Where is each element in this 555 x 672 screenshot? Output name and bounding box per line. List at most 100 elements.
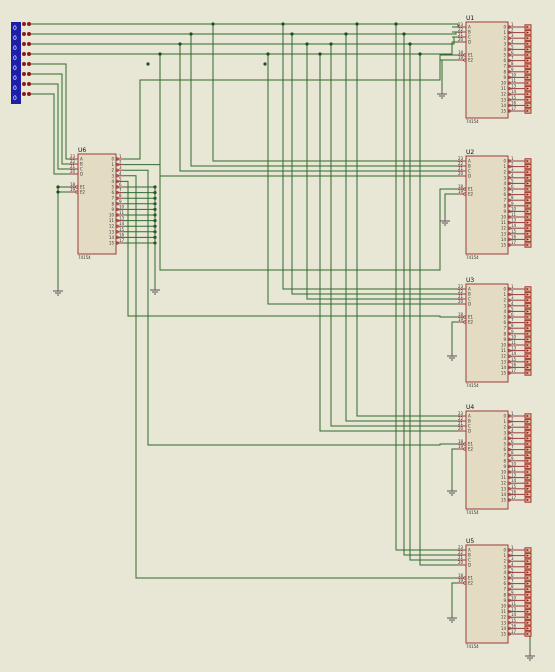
- enable-label: E2: [468, 447, 474, 452]
- output-pin-number: 11: [511, 212, 517, 217]
- output-pin-number: 15: [511, 95, 517, 100]
- inversion-bubble: [507, 498, 511, 502]
- input-pin-number: 20: [70, 169, 76, 174]
- enable-label: E2: [468, 58, 474, 63]
- output-pin-number: 7: [511, 445, 514, 450]
- output-label: 14: [501, 237, 507, 242]
- led-diode-icon: [526, 170, 529, 174]
- enable-label: E2: [468, 581, 474, 586]
- input-label: B: [468, 164, 471, 169]
- junction-dot: [329, 42, 333, 46]
- output-label: 4: [503, 309, 506, 314]
- led-diode-icon: [526, 599, 529, 602]
- output-label: 11: [501, 609, 507, 614]
- junction-dot: [408, 42, 412, 46]
- wire: [124, 175, 458, 579]
- enable-pin-number: 18: [458, 573, 464, 578]
- inversion-bubble: [115, 207, 119, 211]
- output-label: 3: [503, 564, 506, 569]
- led-diode-icon: [526, 571, 529, 574]
- output-pin-number: 11: [511, 601, 517, 606]
- output-pin-number: 5: [511, 433, 514, 438]
- output-pin-number: 7: [119, 188, 122, 193]
- junction-dot: [344, 32, 348, 36]
- output-pin-number: 15: [511, 618, 517, 623]
- inversion-bubble: [507, 81, 511, 85]
- inversion-bubble: [507, 626, 511, 631]
- output-pin-number: 5: [511, 567, 514, 572]
- switch-contact: [22, 52, 26, 56]
- inversion-bubble: [507, 304, 511, 308]
- output-label: 1: [503, 419, 506, 424]
- led-diode-icon: [526, 315, 529, 319]
- input-label: A: [468, 548, 471, 553]
- led-diode-icon: [526, 176, 529, 180]
- inversion-bubble: [507, 193, 511, 197]
- output-pin-number: 8: [511, 584, 514, 589]
- wire: [356, 24, 458, 417]
- inversion-bubble: [507, 442, 511, 446]
- chip-part: 74154: [466, 383, 479, 388]
- wire: [282, 24, 458, 290]
- inversion-bubble: [507, 621, 511, 625]
- wire: [29, 93, 70, 175]
- enable-pin-number: 18: [458, 439, 464, 444]
- switch-contact: [27, 82, 31, 86]
- switch-contact: [27, 42, 31, 46]
- input-label: A: [80, 157, 83, 162]
- output-label: 1: [503, 30, 506, 35]
- enable-label: E1: [468, 187, 474, 192]
- inversion-bubble: [507, 221, 511, 225]
- inversion-bubble: [507, 53, 511, 57]
- output-pin-number: 13: [511, 346, 517, 351]
- inversion-bubble: [507, 287, 511, 291]
- output-label: 12: [501, 92, 507, 97]
- chip-body: [465, 155, 509, 255]
- led-diode-icon: [526, 42, 529, 46]
- enable-label: E2: [80, 190, 86, 195]
- input-pin-number: 22: [458, 289, 464, 294]
- inversion-bubble: [507, 447, 511, 452]
- inversion-bubble: [507, 232, 511, 236]
- output-label: 6: [503, 320, 506, 325]
- inversion-bubble: [507, 553, 511, 558]
- switch-state: 0: [13, 75, 17, 82]
- wire: [409, 44, 458, 561]
- output-label: 5: [503, 187, 506, 192]
- inversion-bubble: [115, 168, 119, 172]
- junction-dot: [290, 32, 294, 36]
- chip-ref: U2: [466, 149, 474, 156]
- output-label: 3: [503, 303, 506, 308]
- output-pin-number: 10: [511, 334, 517, 339]
- inversion-bubble: [507, 292, 511, 297]
- output-pin-number: 7: [511, 318, 514, 323]
- output-pin-number: 6: [511, 184, 514, 189]
- led-diode-icon: [526, 326, 529, 330]
- led-diode-icon: [526, 159, 529, 163]
- led-diode-icon: [526, 226, 529, 230]
- output-label: 15: [501, 109, 507, 114]
- switch-contact: [27, 72, 31, 76]
- output-label: 10: [501, 343, 507, 348]
- wire: [29, 32, 457, 35]
- inversion-bubble: [507, 198, 511, 202]
- wire: [267, 54, 458, 305]
- input-label: A: [468, 25, 471, 30]
- wire: [319, 54, 458, 432]
- inversion-bubble: [507, 215, 511, 219]
- led-diode-icon: [526, 204, 529, 208]
- switch-contact: [27, 22, 31, 26]
- output-label: 1: [503, 553, 506, 558]
- inversion-bubble: [463, 187, 467, 191]
- output-pin-number: 8: [511, 195, 514, 200]
- chip-body: [465, 21, 509, 119]
- led-diode-icon: [526, 198, 529, 202]
- junction-dot: [394, 22, 398, 26]
- inversion-bubble: [507, 58, 511, 63]
- wire: [444, 193, 458, 215]
- output-pin-number: 9: [511, 67, 514, 72]
